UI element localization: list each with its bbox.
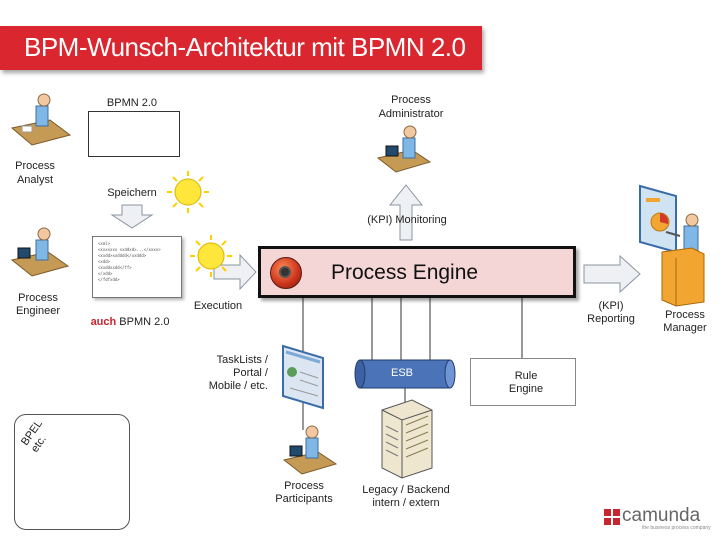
arrow-down-speichern — [110, 204, 154, 229]
rule-engine-label-2: Engine — [508, 383, 544, 395]
bpmn-diagram-frame — [88, 111, 180, 157]
reporting-label-2: Reporting — [587, 313, 635, 325]
portal-screen-icon — [282, 344, 324, 410]
participant-person-icon — [282, 425, 338, 475]
xml-line: <xdd> — [98, 259, 111, 264]
arrow-right-reporting — [583, 254, 641, 294]
auch-bold: auch — [90, 316, 117, 328]
xml-line: <xxdd>xxdddd</xxddd> — [98, 253, 147, 258]
engineer-label-2: Engineer — [15, 305, 61, 317]
execution-label: Execution — [193, 300, 243, 312]
arrow-up-monitoring — [388, 184, 424, 241]
sun-icon-1 — [167, 171, 209, 213]
page-title: BPM-Wunsch-Architektur mit BPMN 2.0 — [24, 32, 466, 62]
manager-label-1: Process — [665, 309, 705, 321]
camunda-logo-icon — [604, 509, 620, 525]
monitoring-label: (KPI) Monitoring — [367, 214, 447, 226]
analyst-label-2: Analyst — [16, 174, 54, 186]
administrator-label-2: Administrator — [378, 108, 444, 120]
auch-rest: BPMN 2.0 — [116, 316, 170, 328]
administrator-label-1: Process — [391, 94, 431, 106]
tasklists-label-2: Portal / — [233, 367, 268, 379]
legacy-label-2: intern / extern — [372, 497, 440, 509]
rule-engine-box: Rule Engine — [470, 358, 576, 406]
xml-line: <xml> — [98, 241, 111, 246]
xml-line: <xxxxxxx xxddxd>...</xxxx> — [98, 247, 161, 252]
participants-label-2: Participants — [275, 493, 333, 505]
xml-line: <xxddxxdd</ff> — [98, 265, 132, 270]
legacy-label-1: Legacy / Backend — [362, 484, 450, 496]
xml-document: <xml> <xxxxxxx xxddxd>...</xxxx> <xxdd>x… — [92, 236, 182, 298]
xml-line: </fdfxdd> — [98, 277, 120, 282]
participants-label-1: Process — [284, 480, 324, 492]
sun-icon-2 — [190, 235, 232, 277]
process-engine-box: Process Engine — [258, 246, 576, 298]
bpel-label: BPEL etc. — [19, 417, 49, 455]
arrow-right-execution — [213, 253, 257, 291]
rule-engine-label-1: Rule — [514, 370, 538, 382]
speichern-label: Speichern — [107, 187, 157, 199]
reporting-label-1: (KPI) — [598, 300, 624, 312]
engineer-label-1: Process — [18, 292, 58, 304]
auch-bpmn-label: auch BPMN 2.0 — [80, 315, 180, 329]
process-engine-label: Process Engine — [331, 261, 479, 284]
analyst-person-icon — [10, 93, 72, 146]
tasklists-label-1: TaskLists / — [216, 354, 268, 366]
title-banner: BPM-Wunsch-Architektur mit BPMN 2.0 — [0, 26, 482, 70]
xml-line: </xdd> — [98, 271, 113, 276]
discard-box: BPEL etc. — [14, 414, 130, 530]
gear-icon — [270, 257, 302, 289]
engineer-person-icon — [10, 227, 70, 277]
esb-label: ESB — [390, 367, 413, 379]
administrator-person-icon — [376, 125, 432, 173]
manager-label-2: Manager — [663, 322, 707, 334]
bpmn-label: BPMN 2.0 — [106, 97, 158, 109]
esb-cylinder — [354, 359, 456, 389]
logo-tagline: the business process company — [642, 525, 711, 531]
analyst-label-1: Process — [15, 160, 55, 172]
logo-name: camunda — [622, 505, 701, 526]
server-icon — [381, 399, 433, 479]
manager-presenter-icon — [639, 184, 705, 307]
tasklists-label-3: Mobile / etc. — [208, 380, 268, 392]
